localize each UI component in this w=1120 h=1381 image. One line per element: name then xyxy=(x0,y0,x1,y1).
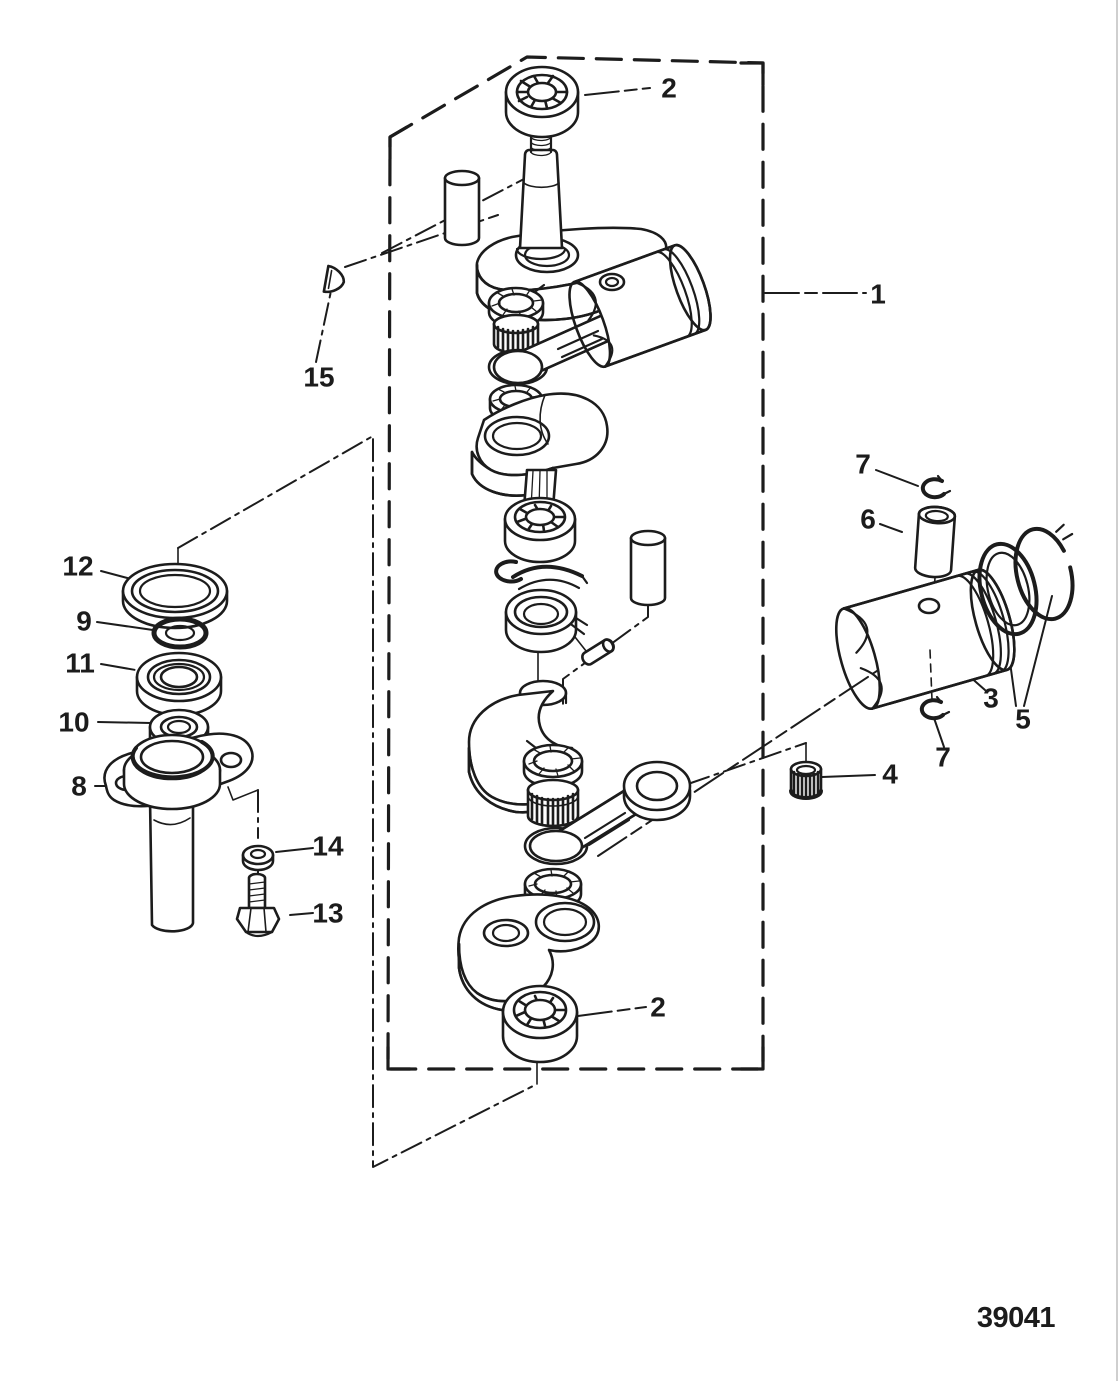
woodruff-key xyxy=(322,264,346,294)
callout-5: 5 xyxy=(1015,704,1031,735)
callout-11: 11 xyxy=(65,648,95,679)
circlip-bottom xyxy=(919,695,951,721)
washer-14 xyxy=(241,844,275,872)
piston-top-pin-boss xyxy=(598,272,626,292)
ball-bearing-top xyxy=(504,65,580,139)
callout-7-bottom: 7 xyxy=(935,742,951,773)
seal-ring-12 xyxy=(121,562,229,630)
assembly-boundary-box xyxy=(386,55,765,1071)
spiral-washer xyxy=(511,564,589,591)
roller-pin xyxy=(581,638,615,666)
callout-7-top: 7 xyxy=(855,449,871,480)
callout-6: 6 xyxy=(860,504,876,535)
callout-8: 8 xyxy=(71,771,87,802)
roller-cylinder-lower xyxy=(629,529,667,607)
callout-2-bottom: 2 xyxy=(650,992,666,1023)
callout-1: 1 xyxy=(870,279,886,310)
bearing-balls xyxy=(515,74,569,110)
circlip-top xyxy=(920,474,952,500)
piston-3-pin-boss xyxy=(917,597,941,701)
piston-ring-outer xyxy=(1013,523,1075,622)
connecting-rod-bottom xyxy=(528,760,692,863)
callout-4: 4 xyxy=(882,759,898,790)
wrist-pin-6 xyxy=(913,505,957,579)
main-bearing-center xyxy=(503,496,577,564)
piston-ring-inner xyxy=(977,541,1039,637)
crankshaft-upper-shaft xyxy=(515,132,567,261)
callout-3: 3 xyxy=(983,683,999,714)
callout-10: 10 xyxy=(58,707,89,738)
callout-12: 12 xyxy=(62,551,93,582)
needle-cage-4 xyxy=(789,760,823,800)
driveshaft-housing-8 xyxy=(103,732,254,933)
callout-2-top: 2 xyxy=(661,73,677,104)
retaining-clip xyxy=(494,559,523,584)
callout-14: 14 xyxy=(312,831,344,862)
roller-cylinder-top xyxy=(443,169,481,247)
bolt-13 xyxy=(235,872,281,938)
callout-9: 9 xyxy=(76,606,92,637)
drawing-number: 39041 xyxy=(977,1302,1056,1334)
bearing-11 xyxy=(135,651,223,717)
bearing-race-ring xyxy=(504,588,589,654)
ball-bearing-bottom xyxy=(501,984,579,1064)
callout-13: 13 xyxy=(312,898,343,929)
o-ring-9 xyxy=(151,616,209,650)
callout-15: 15 xyxy=(303,362,334,393)
